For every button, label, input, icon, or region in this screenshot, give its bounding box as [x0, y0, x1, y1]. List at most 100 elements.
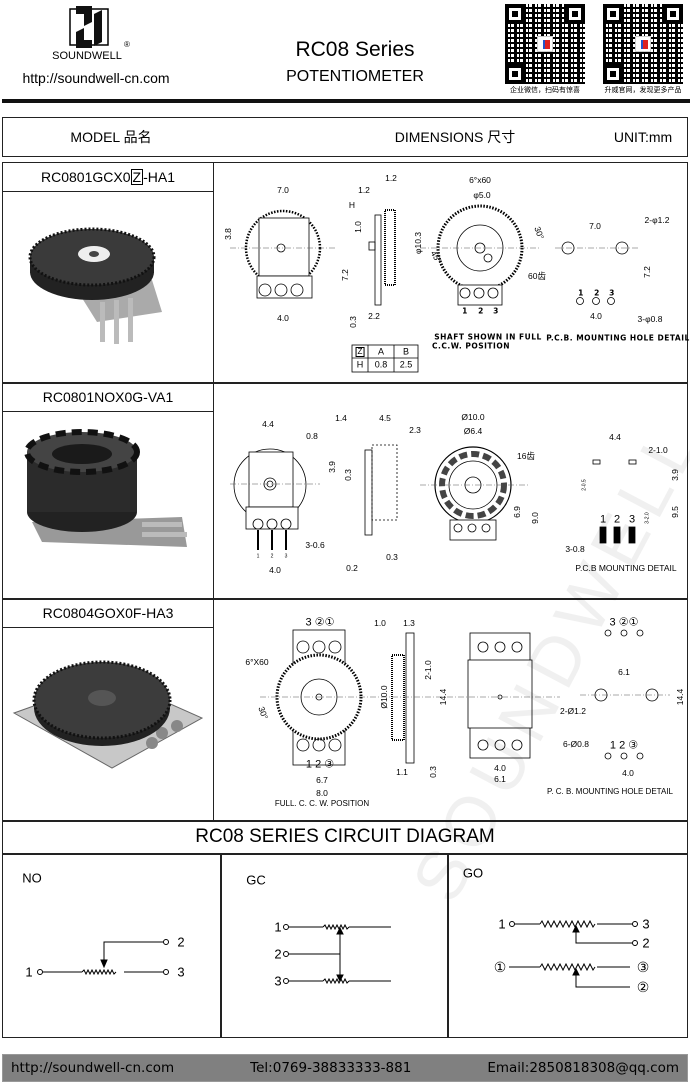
- dim-label: 3-φ0.8: [637, 313, 663, 324]
- model-column-header: MODEL 品名: [70, 129, 152, 145]
- dim-label: 4.4: [609, 431, 621, 442]
- footer-tel: Tel:0769-38833333-881: [250, 1060, 412, 1076]
- header-url[interactable]: http://soundwell-cn.com: [22, 70, 170, 86]
- circuit-title: RC08 SERIES CIRCUIT DIAGRAM: [195, 826, 495, 847]
- pin-label: 3: [493, 306, 499, 316]
- note-label: P. C. B. MOUNTING HOLE DETAIL: [547, 787, 673, 796]
- page-subtitle: POTENTIOMETER: [286, 68, 424, 85]
- dim-label: 4.0: [277, 312, 289, 323]
- dim-label: 0.2: [346, 562, 358, 573]
- product-cell-3: RC0804GOX0F-HA3: [2, 598, 214, 820]
- pin-label: 1 2 ③: [609, 739, 639, 752]
- pin-label: 1: [462, 306, 468, 316]
- dim-label: 1.4: [335, 412, 347, 423]
- dim-label: 2-1.0: [422, 660, 433, 680]
- dim-label: H: [348, 199, 356, 210]
- dim-label: 4.0: [622, 767, 634, 778]
- pin-label: 3: [642, 916, 650, 932]
- pin-label: 3: [284, 553, 288, 560]
- row-divider: [2, 382, 688, 384]
- pin-label: 2: [594, 288, 600, 298]
- dim-label: φ5.0: [473, 189, 491, 200]
- pin-label: 3: [609, 288, 615, 298]
- pin-label: 2: [270, 553, 274, 560]
- product-table: [2, 162, 688, 822]
- circuit-go-title: GO: [462, 865, 484, 881]
- footer-url[interactable]: http://soundwell-cn.com: [11, 1060, 175, 1076]
- dim-label: 8.0: [316, 787, 328, 798]
- dim-label: 3-2.0: [644, 512, 651, 524]
- dim-label: 4.0: [269, 564, 281, 575]
- dim-label: 7.0: [589, 220, 601, 231]
- footer-email[interactable]: Email:2850818308@qq.com: [487, 1060, 679, 1076]
- dim-label: 1.2: [385, 172, 397, 183]
- pin-label: 2: [478, 306, 484, 316]
- header-divider: [2, 99, 690, 103]
- dim-label: 1.1: [396, 766, 408, 777]
- model-name: RC0801NOX0G-VA1: [2, 382, 214, 412]
- dim-label: 6.1: [494, 773, 506, 784]
- pin-label: 3 ②①: [609, 616, 639, 629]
- dim-label: 4.4: [262, 418, 274, 429]
- dim-label: 3.9: [669, 469, 680, 481]
- dim-label: 2-0.5: [581, 479, 588, 491]
- dim-label: 6°X60: [245, 656, 269, 667]
- product-photo-rc0801gc: [28, 227, 162, 344]
- h-table-cell: B: [402, 346, 410, 357]
- h-table-cell: H: [356, 359, 364, 370]
- qr-code-website: [603, 4, 683, 84]
- dim-label: 6.9: [511, 506, 522, 518]
- pin-label: ③: [636, 959, 650, 975]
- circuit-no-title: NO: [22, 870, 42, 886]
- row-divider: [2, 598, 688, 600]
- product-photo-rc0801no: [24, 429, 187, 547]
- dim-label: 3.8: [222, 228, 233, 240]
- dim-label: 0.3: [427, 766, 438, 778]
- dim-label: 6.7: [316, 774, 328, 785]
- pin-label: 2: [613, 513, 621, 526]
- pin-label: 3: [177, 964, 185, 980]
- note-label: P.C.B. MOUNTING HOLE DETAIL: [546, 333, 690, 343]
- dim-label: 6-Ø0.8: [563, 738, 589, 749]
- pin-label: 2: [642, 935, 650, 951]
- note-label: P.C.B MOUNTING DETAIL: [575, 562, 677, 573]
- dim-label: 3.9: [326, 461, 337, 473]
- h-table-cell: A: [377, 346, 385, 357]
- qr-caption-website: 升威官网，发现更多产品: [604, 87, 682, 94]
- note-label: C.C.W. POSITION: [432, 341, 510, 351]
- divider: [220, 853, 222, 1038]
- model-name-prefix: RC0801GCX0: [41, 168, 131, 185]
- dim-label: Ø10.0: [461, 411, 485, 422]
- footer: http://soundwell-cn.com Tel:0769-3883333…: [2, 1054, 688, 1082]
- divider: [2, 853, 688, 855]
- table-header: MODEL 品名 DIMENSIONS 尺寸 UNIT:mm: [2, 117, 688, 157]
- brand-name: SOUNDWELL: [52, 50, 122, 62]
- h-table-cell: 0.8: [374, 359, 388, 370]
- dim-label: 0.3: [386, 551, 398, 562]
- model-variant-box: Z: [130, 168, 144, 185]
- pin-label: ②: [636, 979, 650, 995]
- pin-label: 1 2 ③: [305, 758, 335, 771]
- pin-label: ①: [493, 959, 507, 975]
- dim-label: 0.3: [347, 316, 358, 328]
- product-photo-rc0804go: [12, 660, 204, 769]
- dim-label: 7.2: [641, 266, 652, 278]
- dim-label: 2.3: [409, 424, 421, 435]
- pin-label: 1: [256, 553, 260, 560]
- pin-label: 1: [599, 513, 607, 526]
- dim-label: 1.2: [358, 184, 370, 195]
- dim-label: 2.2: [368, 310, 380, 321]
- h-table-cell: 2.5: [399, 359, 413, 370]
- dim-label: 7.0: [277, 184, 289, 195]
- dim-label: 4.0: [494, 762, 506, 773]
- dim-label: 6.1: [618, 666, 630, 677]
- h-table-z: Z: [355, 347, 365, 357]
- dim-label: 14.4: [674, 688, 685, 706]
- page-title: RC08 Series: [295, 38, 415, 61]
- pin-label: 1: [498, 916, 506, 932]
- dim-label: 3-0.8: [565, 543, 585, 554]
- qr-caption-wechat: 企业微信，扫码有惊喜: [510, 87, 580, 94]
- dim-label: 4.0: [590, 310, 602, 321]
